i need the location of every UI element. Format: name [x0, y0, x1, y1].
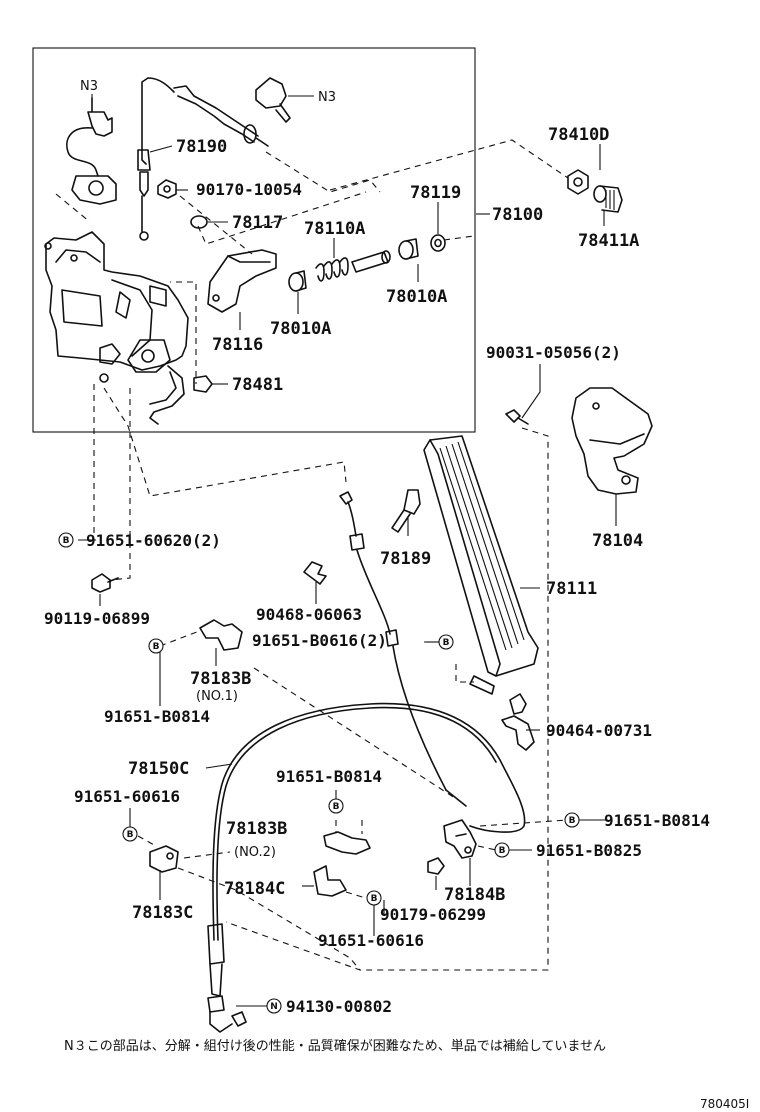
svg-text:B: B: [499, 846, 506, 856]
dashed-guide-lines: [55, 139, 569, 971]
bolt-mark-8: B: [366, 890, 382, 906]
accelerator-cable-drawing: [339, 491, 467, 807]
svg-text:B: B: [127, 830, 134, 840]
label-78411a: 78411A: [578, 231, 639, 251]
spring-78110a-drawing: [315, 257, 349, 282]
bolt-mark-5: B: [122, 826, 138, 842]
clamp-78183b-no2-drawing: [323, 831, 371, 855]
clamp-90464-drawing: [501, 693, 535, 751]
bracket-78184b-drawing: [443, 819, 477, 859]
label-91651-60620: 91651-60620(2): [86, 531, 221, 550]
label-91651-b0814-b: 91651-B0814: [276, 767, 382, 786]
bushing-78010a-right-drawing: [398, 238, 419, 260]
nut-mark: N: [266, 998, 282, 1014]
label-78010a-left: 78010A: [270, 319, 331, 339]
label-78184c: 78184C: [224, 879, 285, 899]
label-91651-b0814-a: 91651-B0814: [104, 707, 210, 726]
clamp-78183c-drawing: [149, 845, 179, 873]
label-78104: 78104: [592, 531, 643, 551]
svg-text:B: B: [371, 894, 378, 904]
label-78010a-right: 78010A: [386, 287, 447, 307]
label-78184b: 78184B: [444, 885, 505, 905]
figure-code: 780405Ⅰ: [700, 1097, 749, 1111]
svg-text:B: B: [153, 642, 160, 652]
stopper-78410d-drawing: [567, 169, 589, 195]
label-78190: 78190: [176, 137, 227, 157]
stud-78189-drawing: [391, 489, 421, 533]
pedal-sensor-drawing: [66, 97, 117, 205]
label-no1: (NO.1): [196, 689, 238, 704]
label-90170-10054: 90170-10054: [196, 180, 302, 199]
svg-text:B: B: [569, 816, 576, 826]
assembly-inset-box: [32, 47, 476, 433]
footnote: N３この部品は、分解・組付け後の性能・品質確保が困難なため、単品では補給していま…: [64, 1038, 606, 1054]
label-90179-06299: 90179-06299: [380, 905, 486, 924]
label-no2: (NO.2): [234, 845, 276, 860]
label-90119-06899: 90119-06899: [44, 609, 150, 628]
washer-78119-drawing: [430, 234, 446, 252]
label-n3-right: N3: [318, 90, 336, 105]
stopper-cap-78411a-drawing: [593, 185, 623, 213]
bolt-mark-7: B: [494, 842, 510, 858]
bracket-78184c-drawing: [313, 865, 347, 897]
clamp-78183b-no1-drawing: [199, 619, 243, 651]
bolt-mark-3: B: [148, 638, 164, 654]
connector-sensor-drawing: [255, 77, 291, 123]
label-78111: 78111: [546, 579, 597, 599]
bolt-mark-6: B: [564, 812, 580, 828]
label-78183b-no1: 78183B: [190, 669, 251, 689]
label-78183c: 78183C: [132, 903, 193, 923]
clip-78481-drawing: [193, 375, 213, 393]
bolt-mark-2: B: [438, 634, 454, 650]
label-90464-00731: 90464-00731: [546, 721, 652, 740]
clip-78117-drawing: [190, 215, 208, 229]
label-91651-b0814-c: 91651-B0814: [604, 811, 710, 830]
label-91651-b0616: 91651-B0616(2): [252, 631, 387, 650]
cable-rod-drawing: [137, 77, 269, 241]
label-78150c: 78150C: [128, 759, 189, 779]
bolt-90119-drawing: [91, 573, 119, 593]
nut-90170-drawing: [157, 179, 177, 199]
nut-94130-drawing: [231, 1011, 247, 1027]
svg-text:B: B: [63, 536, 70, 546]
label-78481: 78481: [232, 375, 283, 395]
accelerator-pedal-78111-drawing: [423, 435, 539, 695]
label-n3-left: N3: [80, 79, 98, 94]
label-91651-b0825: 91651-B0825: [536, 841, 642, 860]
bolt-90031-drawing: [505, 409, 529, 425]
label-94130-00802: 94130-00802: [286, 997, 392, 1016]
label-90031-05056: 90031-05056(2): [486, 343, 621, 362]
label-91651-60616-b: 91651-60616: [318, 931, 424, 950]
label-78410d: 78410D: [548, 125, 609, 145]
svg-text:B: B: [333, 802, 340, 812]
collar-tube-drawing: [351, 250, 391, 273]
bolt-mark-4: B: [328, 798, 344, 814]
label-90468-06063: 90468-06063: [256, 605, 362, 624]
clip-90468-drawing: [303, 561, 327, 585]
svg-text:N: N: [270, 1002, 278, 1012]
label-78116: 78116: [212, 335, 263, 355]
label-78117: 78117: [232, 213, 283, 233]
label-78100: 78100: [492, 205, 543, 225]
label-78110a: 78110A: [304, 219, 365, 239]
label-78189: 78189: [380, 549, 431, 569]
svg-text:B: B: [443, 638, 450, 648]
lever-78116-drawing: [207, 249, 277, 313]
leader-lines: [78, 94, 617, 1007]
bracket-78104-drawing: [571, 387, 653, 495]
cable-78150c-drawing: [207, 702, 526, 1033]
bushing-78010a-left-drawing: [288, 270, 307, 292]
label-78183b-no2: 78183B: [226, 819, 287, 839]
label-78119: 78119: [410, 183, 461, 203]
label-91651-60616-a: 91651-60616: [74, 787, 180, 806]
bolt-mark-1: B: [58, 532, 74, 548]
nut-78184b-drawing: [427, 857, 445, 875]
pedal-bracket-assembly-drawing: [44, 231, 189, 425]
